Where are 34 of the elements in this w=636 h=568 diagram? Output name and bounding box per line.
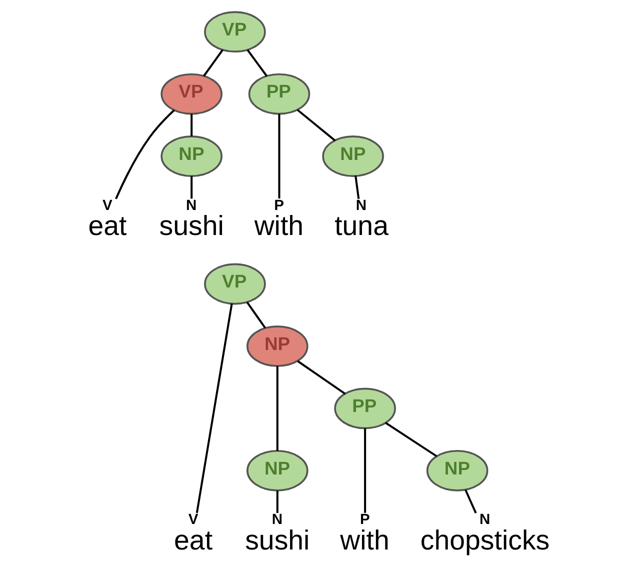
node-ellipse: VP (160, 73, 222, 115)
connector (190, 176, 193, 199)
node-text: V eat (88, 198, 127, 241)
connector (364, 428, 366, 513)
connector (246, 301, 266, 328)
node-text: P with (340, 512, 390, 556)
connector (115, 109, 175, 200)
connector (296, 109, 336, 142)
node-text: N sushi (245, 512, 310, 556)
node-ellipse: VP (204, 263, 266, 305)
connector (190, 114, 193, 136)
node-ellipse: NP (426, 450, 488, 492)
connector (297, 360, 346, 395)
connector (464, 489, 477, 514)
node-ellipse: NP (322, 136, 384, 177)
connector (196, 303, 233, 514)
connector (276, 366, 278, 452)
node-ellipse: NP (246, 326, 308, 367)
node-ellipse: NP (160, 136, 222, 177)
connector (246, 49, 268, 77)
node-text: V eat (174, 512, 213, 556)
connector (276, 490, 278, 514)
node-text: N tuna (334, 198, 388, 241)
connector (278, 114, 280, 198)
node-ellipse: NP (246, 450, 308, 492)
node-ellipse: PP (334, 388, 396, 430)
connector (202, 49, 224, 77)
node-ellipse: VP (204, 11, 266, 53)
node-text: P with (254, 198, 304, 241)
connector (354, 176, 360, 200)
node-text: N sushi (159, 198, 224, 241)
connector (384, 422, 438, 458)
node-text: N chopsticks (420, 512, 550, 556)
node-ellipse: PP (248, 73, 310, 115)
